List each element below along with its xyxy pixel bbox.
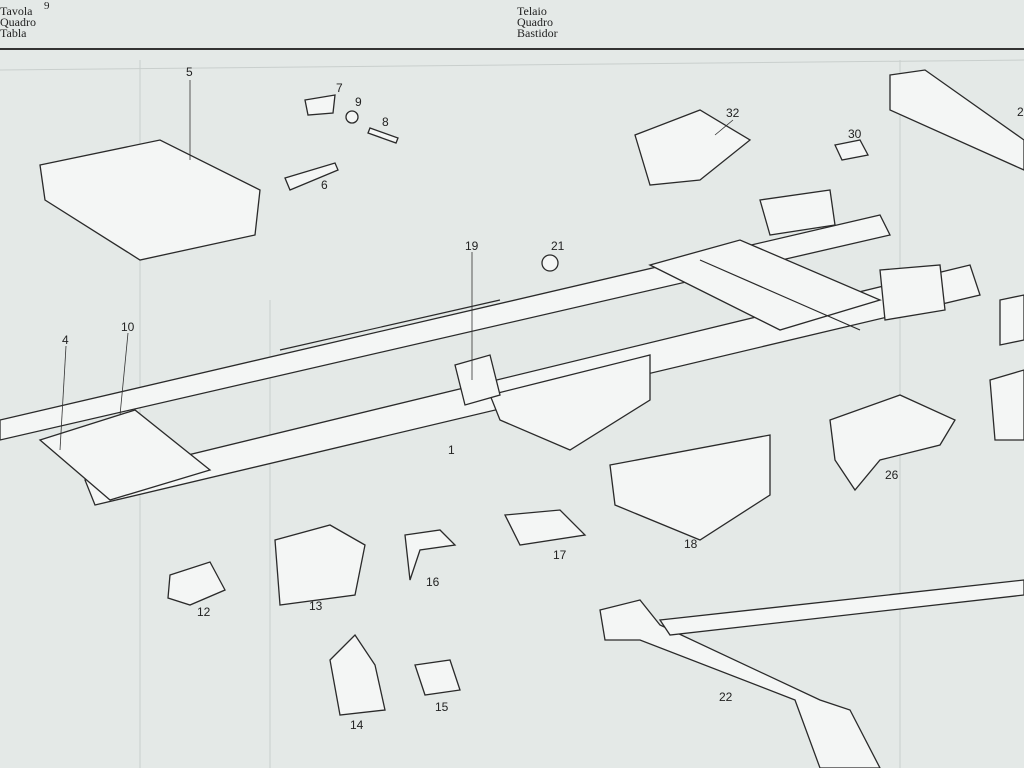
callout-5: 5 xyxy=(186,65,193,79)
header-rule xyxy=(0,48,1024,50)
callout-4: 4 xyxy=(62,333,69,347)
callout-32: 32 xyxy=(726,106,740,120)
callout-12: 12 xyxy=(197,605,211,619)
header-right-line: Quadro xyxy=(517,15,553,29)
callout-7: 7 xyxy=(336,81,343,95)
callout-9: 9 xyxy=(355,95,362,109)
parts xyxy=(39,69,1024,768)
callout-30: 30 xyxy=(848,127,862,141)
callout-13: 13 xyxy=(309,599,323,613)
callout-10: 10 xyxy=(121,320,135,334)
callout-18: 18 xyxy=(684,537,698,551)
callout-1: 1 xyxy=(448,443,455,457)
header-right: Telaio Quadro Bastidor xyxy=(517,4,558,40)
callout-19: 19 xyxy=(465,239,479,253)
callout-17: 17 xyxy=(553,548,567,562)
callout-22: 22 xyxy=(719,690,733,704)
header-left-line: Tabla xyxy=(0,26,27,40)
header-right-line: Telaio xyxy=(517,4,547,18)
callout-21: 21 xyxy=(551,239,565,253)
callout-16: 16 xyxy=(426,575,440,589)
header-left: Tavola Quadro Tabla xyxy=(0,4,36,40)
callout-numbers: 5 7 9 8 6 32 30 2 19 21 10 4 1 26 18 17 … xyxy=(62,65,1024,732)
header-right-line: Bastidor xyxy=(517,26,558,40)
callout-2: 2 xyxy=(1017,105,1024,119)
table-number: 9 xyxy=(44,0,50,12)
callout-8: 8 xyxy=(382,115,389,129)
callout-15: 15 xyxy=(435,700,449,714)
callout-26: 26 xyxy=(885,468,899,482)
callout-6: 6 xyxy=(321,178,328,192)
chassis-frame xyxy=(0,189,981,506)
header-left-line: Quadro xyxy=(0,15,36,29)
header-left-line: Tavola xyxy=(0,4,33,18)
callout-14: 14 xyxy=(350,718,364,732)
callout-leaders xyxy=(59,80,734,451)
